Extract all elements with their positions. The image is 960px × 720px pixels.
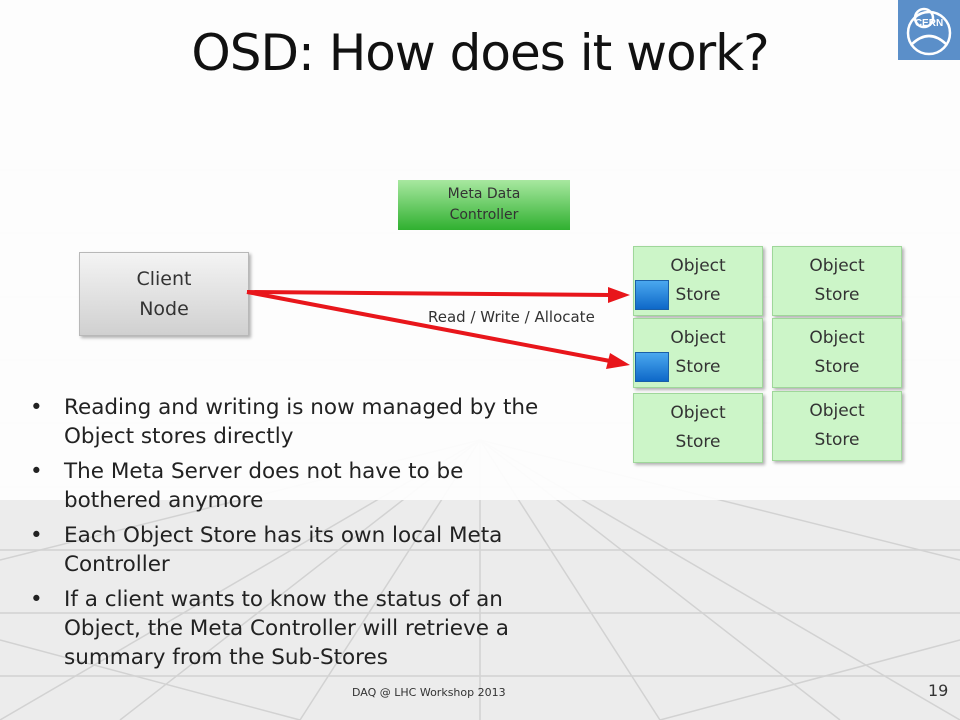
object-store-4: Object Store	[772, 318, 902, 388]
bullet-dot-icon: •	[30, 395, 43, 420]
client-node-line2: Node	[139, 298, 189, 320]
client-node-line1: Client	[136, 268, 192, 290]
bullet-item: • Reading and writing is now managed by t…	[30, 393, 560, 451]
object-store-5: Object Store	[633, 393, 763, 463]
meta-controller-line2: Controller	[449, 207, 519, 223]
object-store-line1: Object	[809, 256, 865, 276]
bullet-dot-icon: •	[30, 523, 43, 548]
cern-logo-icon: CERN	[898, 0, 960, 60]
object-store-line1: Object	[809, 401, 865, 421]
slide-title: OSD: How does it work?	[191, 24, 769, 82]
bullet-dot-icon: •	[30, 587, 43, 612]
bullet-text: Each Object Store has its own local Meta…	[64, 523, 503, 577]
bullet-text: Reading and writing is now managed by th…	[64, 395, 539, 449]
object-store-line2: Store	[814, 430, 860, 450]
bullet-item: • Each Object Store has its own local Met…	[30, 521, 560, 579]
bullet-list: • Reading and writing is now managed by t…	[30, 393, 560, 678]
object-store-line2: Store	[814, 357, 860, 377]
local-meta-controller-icon	[635, 280, 669, 310]
object-store-2: Object Store	[772, 246, 902, 316]
object-store-line1: Object	[670, 403, 726, 423]
object-store-line2: Store	[675, 357, 721, 377]
bullet-text: The Meta Server does not have to be both…	[64, 459, 464, 513]
bullet-text: If a client wants to know the status of …	[64, 587, 509, 670]
object-store-line2: Store	[675, 285, 721, 305]
object-store-line2: Store	[675, 432, 721, 452]
meta-controller-line1: Meta Data	[447, 186, 521, 202]
client-node-box: Client Node	[79, 252, 249, 336]
read-write-allocate-label: Read / Write / Allocate	[428, 308, 595, 326]
object-store-line1: Object	[670, 256, 726, 276]
slide-footer: DAQ @ LHC Workshop 2013	[352, 686, 506, 699]
bullet-dot-icon: •	[30, 459, 43, 484]
local-meta-controller-icon	[635, 352, 669, 382]
object-store-6: Object Store	[772, 391, 902, 461]
meta-data-controller-box: Meta Data Controller	[398, 180, 570, 230]
object-store-line2: Store	[814, 285, 860, 305]
object-store-line1: Object	[809, 328, 865, 348]
bullet-item: • If a client wants to know the status of…	[30, 585, 560, 672]
bullet-item: • The Meta Server does not have to be bot…	[30, 457, 560, 515]
page-number: 19	[928, 681, 949, 700]
cern-logo-text: CERN	[915, 18, 943, 29]
object-store-line1: Object	[670, 328, 726, 348]
